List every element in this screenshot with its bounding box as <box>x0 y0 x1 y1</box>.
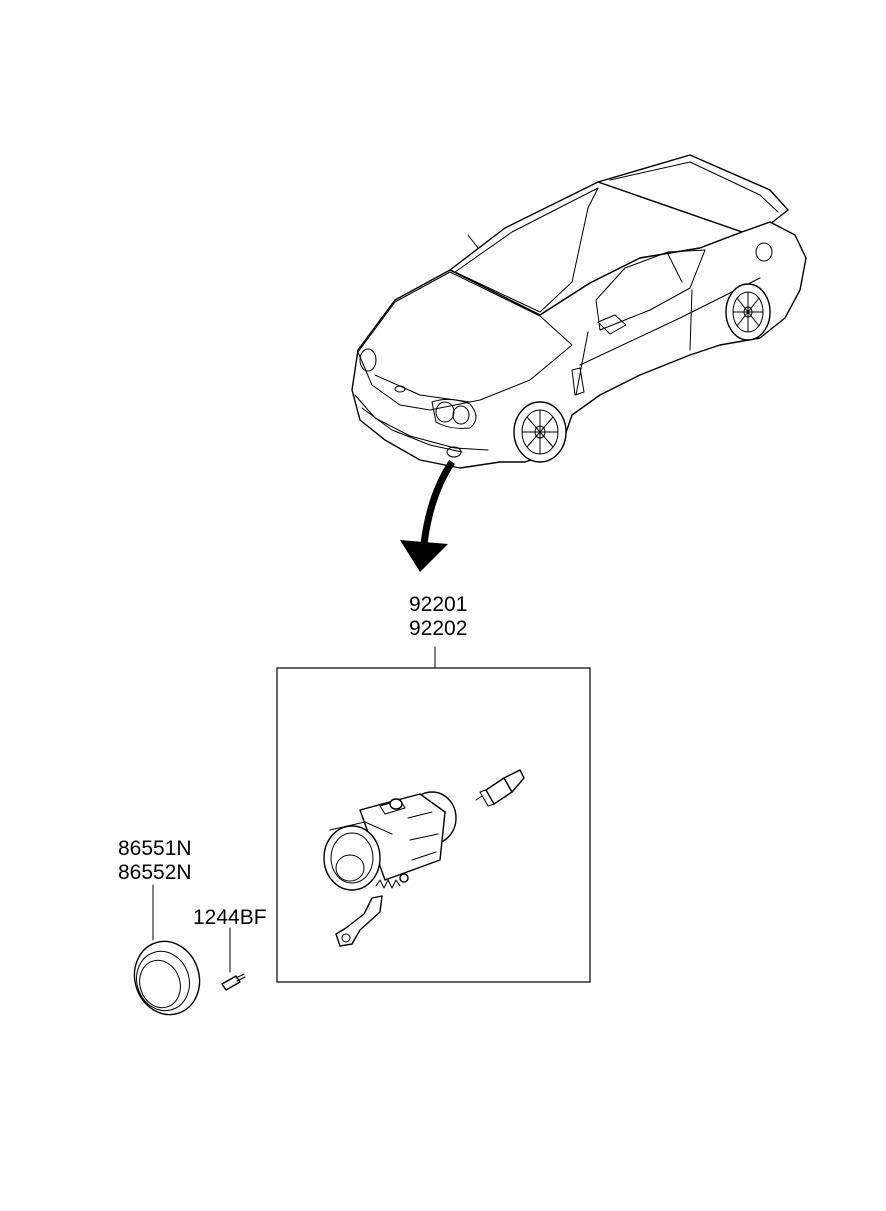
part-number-92202: 92202 <box>409 617 468 640</box>
cover-icon <box>133 884 201 1016</box>
part-number-92201: 92201 <box>409 593 468 616</box>
fog-lamp-icon <box>323 791 457 947</box>
part-number-86552n: 86552N <box>118 861 192 884</box>
assembly-box <box>276 646 591 983</box>
car-icon <box>351 154 807 469</box>
screw-icon <box>221 927 246 991</box>
part-number-1244bf: 1244BF <box>193 906 267 929</box>
pointer-arrow-icon <box>400 460 455 572</box>
part-number-86551n: 86551N <box>118 837 192 860</box>
bulb-icon <box>475 769 525 807</box>
